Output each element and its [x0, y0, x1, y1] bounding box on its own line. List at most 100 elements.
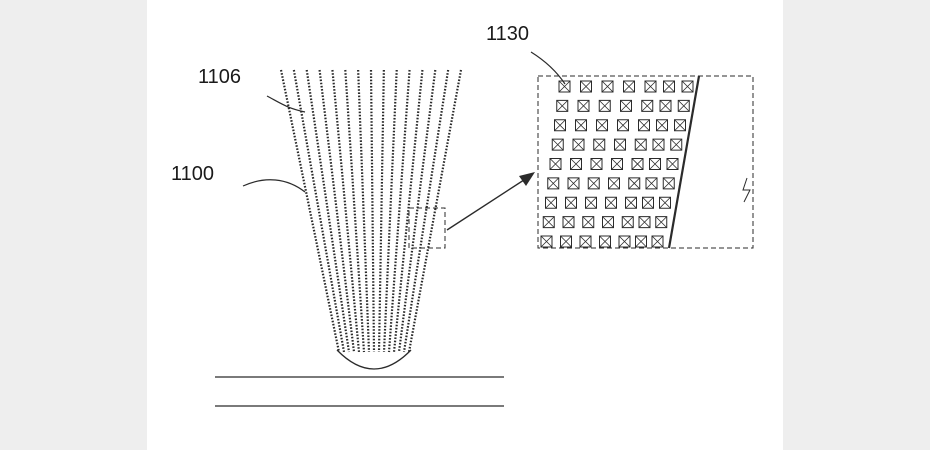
label-1130: 1130: [486, 23, 530, 45]
inset-cell: [558, 80, 571, 93]
inset-cell: [635, 235, 647, 248]
inset-cell-cross: [625, 196, 637, 209]
inset-cell-cross: [577, 100, 590, 112]
inset-cell-cross: [601, 80, 614, 93]
magnify-arrow-line: [446, 177, 528, 231]
inset-cell: [549, 158, 562, 170]
inset-cell: [551, 138, 564, 151]
inset-cell-cross: [562, 216, 575, 228]
beam-line: [331, 69, 361, 353]
inset-cell-grid: [540, 80, 694, 248]
inset-cell: [560, 235, 572, 248]
inset-cell-cross: [540, 235, 553, 248]
inset-cell: [659, 99, 672, 112]
beam-line: [318, 69, 356, 353]
inset-cell-cross: [585, 196, 597, 209]
inset-cell-cross: [558, 80, 571, 93]
inset-box: [537, 75, 754, 249]
beam-fan: [279, 69, 463, 353]
beam-line: [397, 69, 437, 353]
inset-cell-cross: [602, 216, 614, 228]
inset-cell: [605, 196, 617, 209]
inset-cell-cross: [565, 196, 577, 209]
inset-cell: [634, 138, 647, 151]
inset-cell-cross: [662, 177, 675, 190]
inset-cell: [593, 138, 606, 151]
inset-cell: [599, 235, 611, 248]
beam-line: [369, 69, 376, 353]
inset-cell: [542, 216, 555, 229]
inset-cell-cross: [651, 235, 664, 248]
inset-cell: [677, 99, 690, 112]
inset-cell: [638, 216, 651, 229]
inset-cell: [662, 177, 675, 190]
inset-cell: [645, 177, 658, 190]
inset-cell: [575, 119, 587, 132]
inset-cell: [540, 235, 553, 248]
inset-cell-cross: [549, 158, 562, 170]
inset-cell: [652, 138, 665, 151]
inset-cell-cross: [659, 196, 671, 209]
inset-cell-cross: [545, 196, 557, 209]
inset-cell-cross: [618, 235, 631, 248]
inset-cell-cross: [570, 158, 582, 170]
inset-cell-cross: [681, 80, 694, 93]
inset-cell: [587, 177, 600, 190]
inset-cell: [674, 119, 686, 132]
inset-cell-cross: [556, 100, 569, 112]
inset-cell-cross: [666, 158, 679, 170]
inset-cell-cross: [659, 100, 672, 112]
beam-line: [392, 69, 424, 353]
inset-cell-cross: [677, 100, 690, 112]
inset-cell-cross: [645, 177, 658, 190]
inset-cell-cross: [614, 138, 626, 151]
inset-cell-cross: [598, 100, 611, 112]
inset-cell-cross: [628, 177, 641, 190]
beam-line: [387, 69, 411, 353]
inset-cell: [570, 158, 582, 170]
inset-cell: [579, 235, 592, 248]
inset-cell: [681, 80, 694, 93]
beam-line: [305, 69, 351, 353]
inset-cell: [580, 80, 592, 93]
inset-cell: [590, 158, 603, 170]
leader-1100: [242, 179, 306, 193]
inset-cell-cross: [605, 196, 617, 209]
beam-line: [377, 69, 385, 353]
inset-cell: [582, 216, 595, 229]
inset-cell-cross: [579, 235, 592, 248]
inset-cell: [614, 138, 626, 151]
inset-cell-cross: [623, 80, 635, 93]
inset-cell: [556, 99, 569, 112]
inset-cell-cross: [634, 138, 647, 151]
inset-cell: [565, 196, 577, 209]
inset-cell-cross: [611, 158, 623, 170]
inset-cell-cross: [621, 216, 634, 228]
inset-cell: [572, 138, 585, 151]
inset-cell-cross: [670, 138, 683, 151]
inset-cell-cross: [608, 177, 620, 190]
beam-line: [344, 69, 366, 353]
inset-cell: [545, 196, 557, 209]
inset-cell: [656, 119, 668, 132]
inset-cell: [623, 80, 635, 93]
inset-cell: [601, 80, 614, 93]
detail-region-marker: [408, 207, 446, 249]
inset-cell: [651, 235, 664, 248]
figure-page: 1106 1100 1130: [147, 0, 783, 450]
inset-cell-cross: [635, 235, 647, 248]
inset-cell-cross: [554, 119, 566, 132]
inset-cell-cross: [575, 119, 587, 132]
inset-cell: [567, 177, 580, 190]
beam-line: [357, 69, 371, 353]
inset-cell-cross: [587, 177, 600, 190]
magnify-arrow-head: [519, 172, 535, 186]
inset-cell: [618, 235, 631, 248]
inset-cell: [577, 99, 590, 112]
inset-cell-cross: [567, 177, 580, 190]
inset-cell-cross: [596, 119, 608, 132]
lightning-mark: [742, 177, 751, 203]
inset-cell-cross: [599, 235, 611, 248]
inset-cell: [625, 196, 637, 209]
leader-1130: [530, 51, 566, 85]
